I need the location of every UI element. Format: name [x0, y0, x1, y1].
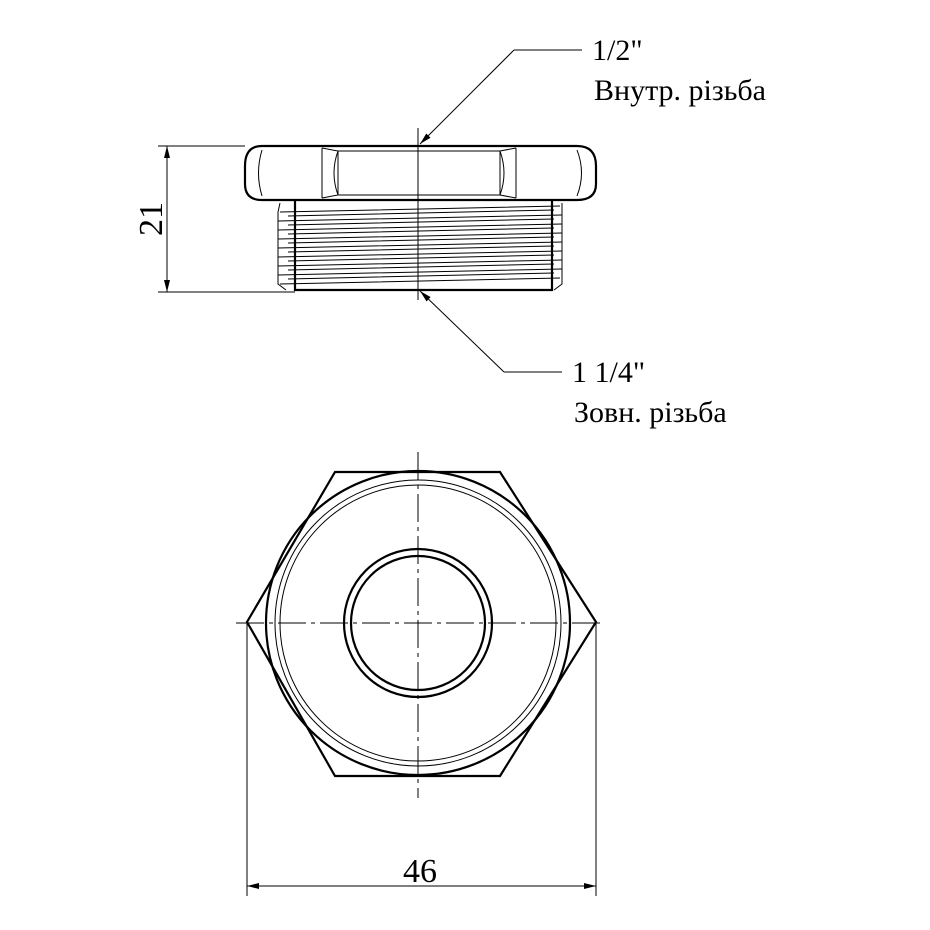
external-thread-label: Зовн. різьба: [574, 396, 727, 429]
thread-crests: [277, 205, 563, 285]
thread-flanks: [277, 202, 563, 291]
hex-collar-outline: [243, 144, 598, 202]
leader-internal-arrow: [419, 49, 515, 145]
side-view: 21 1/2" Внутр. різьба 1 1/4" Зовн. різьб…: [133, 34, 766, 429]
end-view: 46: [236, 452, 604, 896]
dim-height-value: 21: [133, 202, 170, 236]
dim-width-value: 46: [403, 853, 437, 890]
leader-external-arrow: [419, 290, 505, 373]
hex-outline: [245, 470, 598, 778]
internal-thread-size: 1/2": [592, 34, 643, 67]
internal-thread-label: Внутр. різьба: [594, 74, 766, 107]
thread-body-outline: [293, 200, 554, 292]
hex-collar-face-lines: [258, 147, 582, 199]
thread-roots: [287, 209, 555, 280]
external-thread-size: 1 1/4": [572, 356, 645, 389]
